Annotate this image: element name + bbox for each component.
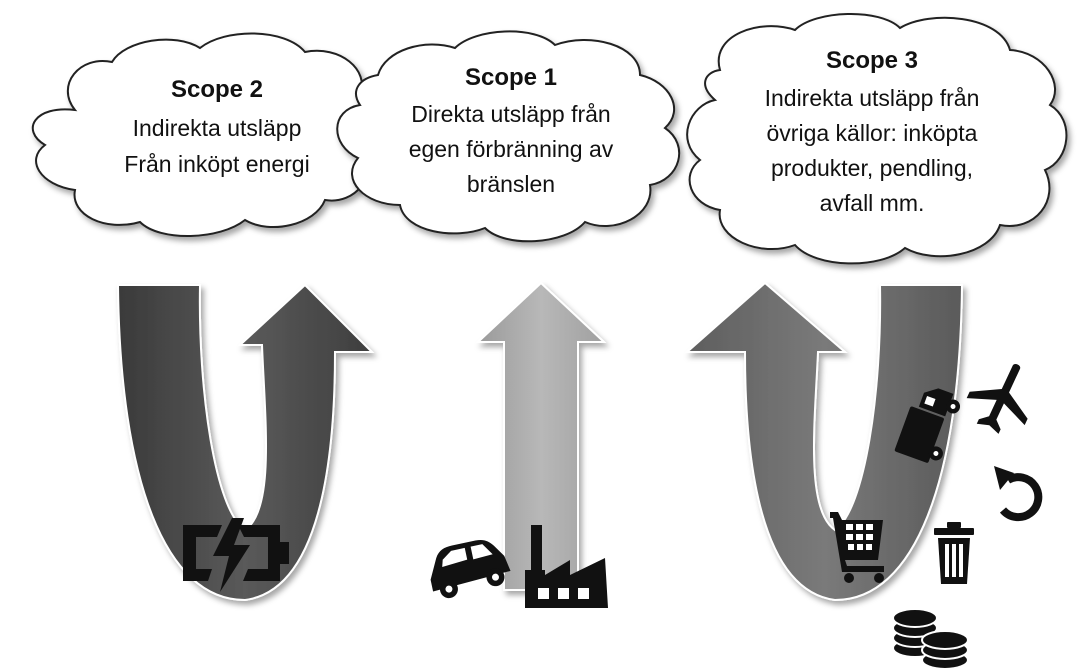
trash-can-icon (934, 522, 974, 584)
shopping-cart-icon (830, 512, 884, 583)
scope3-title: Scope 3 (826, 47, 918, 74)
scope1-line-3: bränslen (467, 171, 555, 197)
scope2-title: Scope 2 (171, 76, 263, 103)
scope2-line-1: Indirekta utsläpp (133, 115, 302, 141)
coins-icon (892, 608, 969, 670)
scope3-line-4: avfall mm. (820, 190, 925, 216)
scope1-line-1: Direkta utsläpp från (411, 101, 610, 127)
scope2-line-2: Från inköpt energi (124, 151, 309, 177)
scope1-straight-arrow (475, 281, 607, 591)
truck-icon (894, 388, 961, 463)
airplane-icon (966, 363, 1028, 434)
scope3-line-1: Indirekta utsläpp från (765, 85, 980, 111)
scope2-u-arrow (116, 283, 375, 602)
scope2-text: Scope 2 Indirekta utsläpp Från inköpt en… (124, 76, 309, 177)
battery-charging-icon (183, 518, 289, 592)
scope1-text: Scope 1 Direkta utsläpp från egen förbrä… (409, 64, 614, 197)
scope1-title: Scope 1 (465, 64, 557, 91)
scope3-u-arrow (684, 281, 964, 602)
scope1-line-2: egen förbränning av (409, 136, 614, 162)
recycle-arrow-icon (994, 466, 1043, 522)
scope3-cloud (686, 13, 1068, 265)
factory-icon (525, 525, 608, 608)
car-icon (430, 539, 511, 599)
scope3-text: Scope 3 Indirekta utsläpp från övriga kä… (765, 47, 980, 216)
scope3-line-3: produkter, pendling, (771, 155, 973, 181)
scope3-line-2: övriga källor: inköpta (767, 120, 978, 146)
scope1-cloud (336, 30, 681, 243)
